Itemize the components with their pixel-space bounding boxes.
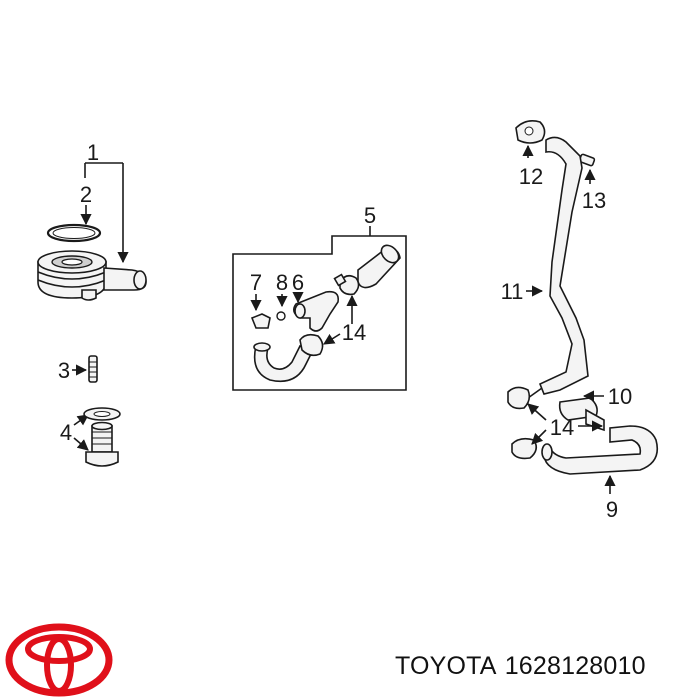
callout-4: 4 [60, 420, 72, 445]
oil-cooler-part [37, 250, 147, 301]
callout-8: 8 [276, 270, 288, 295]
hose-clamp-lower-part [299, 333, 324, 357]
leader-4-bottom [73, 437, 89, 451]
clamp-right-upper-part [507, 386, 531, 410]
union-bolt-group [73, 407, 121, 467]
hose-9-part [541, 425, 659, 475]
callout-6: 6 [292, 270, 304, 295]
hose-clamp-upper-part [333, 273, 360, 296]
callout-2: 2 [80, 182, 92, 207]
pipe-gasket-part [515, 120, 546, 144]
hose-lower-part [253, 342, 314, 383]
water-union-part [292, 290, 340, 332]
union-bolt-part [85, 421, 119, 467]
water-pipe-part [527, 136, 589, 399]
caption-part-number: 1628128010 [504, 652, 646, 680]
callout-14-pipe: 14 [550, 415, 574, 440]
clamp-right-lower-part [511, 437, 538, 460]
leader-14a-bottom [323, 333, 341, 345]
hose-upper-part [357, 244, 401, 289]
callout-10: 10 [608, 384, 632, 409]
leader-14b-up [527, 403, 547, 421]
callout-9: 9 [606, 497, 618, 522]
callout-5: 5 [364, 203, 376, 228]
toyota-logo-icon [5, 623, 113, 697]
callout-12: 12 [519, 164, 543, 189]
callout-13: 13 [582, 188, 606, 213]
plug-part [250, 313, 271, 329]
o-ring-part [46, 223, 102, 243]
stud-group [72, 355, 98, 383]
stud-part [88, 355, 98, 383]
callout-14-kit: 14 [342, 320, 366, 345]
callout-11: 11 [501, 279, 524, 304]
leader-14b-down [531, 429, 547, 445]
callout-7: 7 [250, 270, 262, 295]
kit-box-outline [232, 226, 407, 391]
callout-1: 1 [87, 140, 99, 165]
oil-cooler-group [37, 162, 147, 301]
caption-brand: TOYOTA [395, 652, 497, 680]
water-pipe-group [507, 120, 659, 494]
o-ring-inner [52, 227, 96, 239]
callout-3: 3 [58, 358, 70, 383]
hose-kit-group [232, 226, 407, 391]
small-gasket-part [276, 311, 286, 321]
